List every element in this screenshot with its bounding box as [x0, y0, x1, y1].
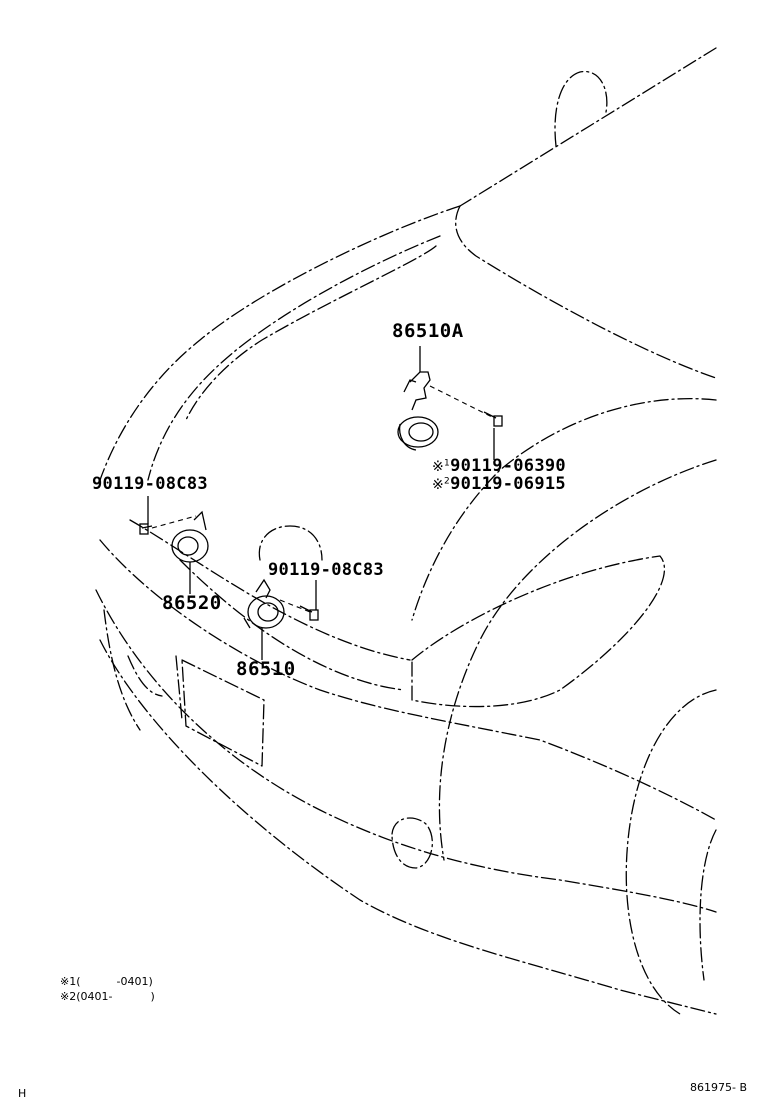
- bolt-left-drawing: [139, 523, 153, 535]
- note-mark-2: ※2: [432, 476, 451, 493]
- windshield-line: [459, 47, 717, 207]
- note-2: ※2(0401-): [60, 990, 155, 1003]
- note-1: ※1(-0401): [60, 975, 153, 988]
- fog-lamp: [391, 817, 433, 869]
- part-label-bolt-alt-2[interactable]: ※290119-06915: [432, 474, 566, 494]
- part-label-86510[interactable]: 86510: [236, 658, 296, 680]
- side-marker: [127, 655, 163, 697]
- hood-edge-inner: [147, 235, 441, 481]
- opening-circle: [258, 525, 323, 561]
- bolt-center-drawing: [299, 605, 319, 621]
- bumper-chin: [103, 609, 141, 731]
- horn-86520-drawing: [171, 510, 209, 563]
- part-label-86510a[interactable]: 86510A: [392, 320, 464, 342]
- footer-left-code: H: [18, 1087, 27, 1100]
- hood-crease: [455, 205, 717, 379]
- part-label-bolt-center[interactable]: 90119-08C83: [268, 560, 384, 580]
- body-side-line: [411, 398, 717, 621]
- side-mirror: [554, 70, 608, 147]
- bolt-86510a-drawing: [483, 411, 503, 427]
- horn-86510a-drawing: [397, 371, 439, 451]
- note-mark-1: ※1: [432, 458, 451, 475]
- headlamp: [411, 555, 666, 708]
- horn-86510-drawing: [243, 578, 285, 629]
- fender-line: [438, 459, 717, 861]
- part-label-bolt-alt-1[interactable]: ※190119-06390: [432, 456, 566, 476]
- diagram-id: 861975- B: [690, 1081, 748, 1094]
- license-plate-inner: [175, 655, 183, 721]
- part-label-bolt-left[interactable]: 90119-08C83: [92, 474, 208, 494]
- part-label-86520[interactable]: 86520: [162, 592, 222, 614]
- hood-crease-inner: [185, 245, 437, 421]
- bumper-lower: [99, 639, 717, 1015]
- hood-edge-outer: [99, 205, 461, 481]
- grille-lower: [179, 559, 405, 691]
- license-plate: [181, 659, 265, 767]
- bumper-front: [95, 589, 717, 913]
- grille-upper: [129, 519, 411, 661]
- wheel-arch-inner: [699, 829, 717, 981]
- bumper-top: [99, 539, 717, 821]
